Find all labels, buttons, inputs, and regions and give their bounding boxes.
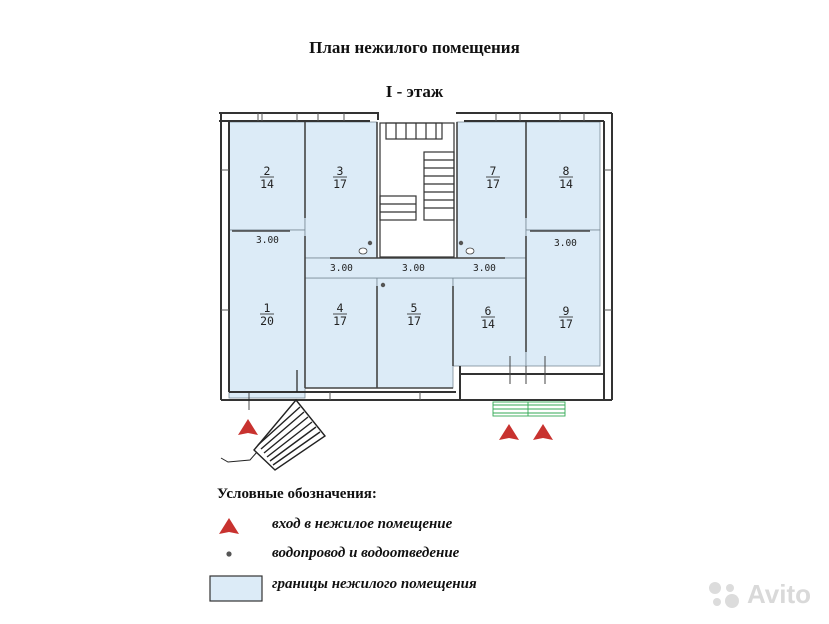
dimension-label: 3.00 (256, 235, 279, 246)
staircase (379, 122, 455, 258)
room-number: 9 (563, 304, 570, 318)
dimension-label: 3.00 (402, 263, 425, 274)
room-7-area (456, 121, 527, 259)
room-number: 6 (485, 304, 492, 318)
room-number: 7 (490, 164, 497, 178)
entrance-arrows (238, 419, 553, 440)
water-point-icon (380, 282, 386, 288)
water-point-icon (367, 240, 373, 246)
green-ramp (492, 401, 566, 417)
entrance-arrow-icon (238, 419, 258, 435)
room-3-area (304, 121, 378, 259)
room-number: 2 (264, 164, 271, 178)
room-area: 14 (260, 177, 274, 191)
room-number: 5 (411, 301, 418, 315)
room-area: 17 (333, 314, 347, 328)
walls (219, 112, 613, 401)
room-area: 17 (407, 314, 421, 328)
legend-label-entrance: вход в нежилое помещение (272, 516, 453, 532)
room-number: 3 (337, 164, 344, 178)
room-areas (228, 121, 601, 399)
room-4-area (304, 277, 378, 389)
room-number: 1 (264, 301, 271, 315)
area-boundary-icon (209, 575, 263, 602)
porch (220, 370, 327, 471)
partitions (232, 122, 590, 389)
dimension-labels: 3.00 3.00 3.00 3.00 3.00 (256, 235, 577, 274)
room-area: 17 (559, 317, 573, 331)
room-area: 17 (486, 177, 500, 191)
room-area: 17 (333, 177, 347, 191)
dimension-label: 3.00 (473, 263, 496, 274)
avito-watermark: Avito (707, 579, 811, 610)
door-marks (509, 356, 546, 384)
room-number: 8 (563, 164, 570, 178)
room-5-area (376, 277, 454, 389)
room-2-area (228, 121, 306, 231)
entrance-arrow-icon (533, 424, 553, 440)
entrance-arrow-icon (499, 424, 519, 440)
legend-heading: Условные обозначения: (217, 486, 377, 502)
room-area: 14 (481, 317, 495, 331)
sink-icon (465, 247, 475, 255)
room-9-area (525, 229, 601, 367)
room-number: 4 (337, 301, 344, 315)
water-point-icon (226, 551, 232, 557)
entrance-arrow-icon (219, 518, 239, 534)
sink-icon (358, 247, 368, 255)
room-area: 20 (260, 314, 274, 328)
plan-title: План нежилого помещения (309, 38, 520, 57)
room-area: 14 (559, 177, 573, 191)
water-point-icon (458, 240, 464, 246)
avito-logo-icon (708, 581, 739, 608)
legend-label-boundary: границы нежилого помещения (272, 576, 477, 592)
water-points (367, 240, 464, 288)
sink-fixtures (358, 247, 475, 255)
floor-title: I - этаж (385, 82, 444, 101)
legend-label-water: водопровод и водоотведение (272, 545, 460, 561)
dimension-label: 3.00 (554, 238, 577, 249)
watermark-text: Avito (746, 579, 811, 609)
dimension-label: 3.00 (330, 263, 353, 274)
windows (221, 113, 612, 400)
